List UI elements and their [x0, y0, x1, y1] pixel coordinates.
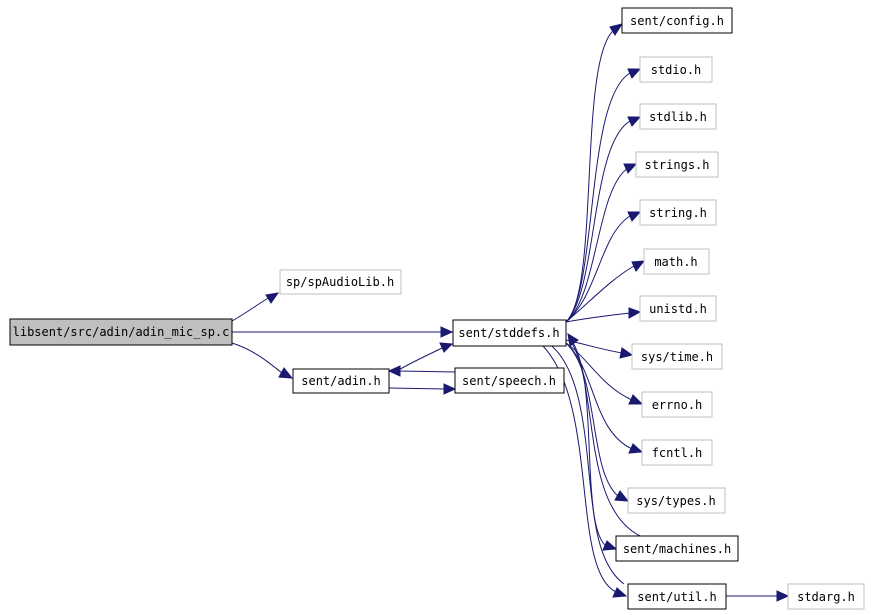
arrowhead-fcntl: [628, 443, 644, 454]
arrowhead-unistd: [628, 307, 642, 319]
arrowhead-util: [612, 587, 628, 598]
node-stddefs[interactable]: sent/stddefs.h: [452, 319, 567, 347]
node-config-label: sent/config.h: [630, 14, 724, 28]
arrowhead-adin-from-root: [278, 367, 294, 379]
edge-stddefs-to-math: [565, 265, 635, 323]
edge-stddefs-to-string: [565, 215, 631, 323]
arrowhead-string: [627, 211, 642, 222]
edge-stddefs-to-config: [565, 29, 615, 323]
edge-adin-to-speech: [388, 387, 446, 390]
edge-util-to-stddefs: [569, 337, 625, 585]
node-util-label: sent/util.h: [637, 590, 716, 604]
edge-stddefs-to-stdlib: [565, 120, 631, 323]
node-string-label: string.h: [649, 206, 707, 220]
node-string[interactable]: string.h: [639, 199, 717, 226]
node-stdarg[interactable]: stdarg.h: [787, 583, 865, 610]
node-stddefs-label: sent/stddefs.h: [458, 326, 559, 340]
arrowhead-stdio: [627, 68, 642, 79]
edge-stddefs-to-errno: [565, 342, 633, 401]
node-config[interactable]: sent/config.h: [621, 7, 733, 34]
edge-machines-to-stddefs: [569, 339, 641, 537]
node-unistd[interactable]: unistd.h: [639, 295, 717, 322]
node-fcntl-label: fcntl.h: [652, 446, 703, 460]
node-util[interactable]: sent/util.h: [627, 583, 727, 610]
edge-stddefs-to-systypes: [565, 342, 619, 497]
node-systime-label: sys/time.h: [641, 350, 713, 364]
node-strings-label: strings.h: [644, 158, 709, 172]
node-errno-label: errno.h: [652, 398, 703, 412]
arrowheads-layer: [265, 23, 790, 602]
node-stdio[interactable]: stdio.h: [639, 56, 713, 83]
node-spaudiolib[interactable]: sp/spAudioLib.h: [279, 269, 402, 295]
node-systypes-label: sys/types.h: [636, 494, 715, 508]
node-speech-label: sent/speech.h: [462, 374, 556, 388]
edge-root-to-adin: [231, 342, 283, 374]
arrowhead-math: [631, 260, 646, 272]
edge-speech-to-adin: [397, 370, 457, 373]
node-strings[interactable]: strings.h: [635, 151, 719, 178]
arrowhead-machines: [602, 540, 618, 551]
edge-adin-to-stddefs: [394, 347, 443, 373]
edge-stddefs-to-strings: [565, 167, 629, 323]
arrowhead-systypes: [614, 490, 630, 502]
arrowhead-stddefs-from-back-edges: [567, 333, 579, 347]
arrowhead-stdarg: [776, 590, 790, 602]
node-machines-label: sent/machines.h: [623, 542, 731, 556]
node-stdio-label: stdio.h: [651, 63, 702, 77]
node-stdarg-label: stdarg.h: [797, 590, 855, 604]
arrowhead-spaudiolib: [265, 292, 280, 304]
node-unistd-label: unistd.h: [649, 302, 707, 316]
arrowhead-config: [609, 23, 624, 36]
arrowhead-stdlib: [627, 116, 642, 127]
node-stdlib[interactable]: stdlib.h: [639, 103, 717, 130]
nodes-layer: libsent/src/adin/adin_mic_sp.c sp/spAudi…: [9, 7, 865, 610]
arrowhead-errno: [628, 394, 644, 405]
edge-root-to-spaudiolib: [231, 296, 271, 322]
arrowhead-speech-from-adin: [443, 383, 457, 395]
arrowhead-adin-from-speech: [387, 365, 401, 377]
node-systypes[interactable]: sys/types.h: [627, 487, 726, 514]
node-spaudiolib-label: sp/spAudioLib.h: [286, 275, 394, 289]
arrowhead-stddefs-from-adin: [439, 342, 454, 353]
node-root[interactable]: libsent/src/adin/adin_mic_sp.c: [9, 318, 233, 346]
edge-stddefs-to-machines: [547, 342, 607, 547]
arrowhead-systime: [619, 347, 634, 359]
node-machines[interactable]: sent/machines.h: [615, 535, 739, 562]
edge-stddefs-to-unistd: [565, 312, 631, 323]
arrowhead-stddefs-from-root: [440, 326, 454, 338]
node-math-label: math.h: [654, 255, 697, 269]
node-adin-label: sent/adin.h: [301, 374, 380, 388]
node-adin[interactable]: sent/adin.h: [292, 368, 390, 394]
edge-stddefs-to-fcntl: [565, 342, 633, 450]
node-stdlib-label: stdlib.h: [649, 110, 707, 124]
arrowhead-strings: [623, 163, 638, 174]
node-math[interactable]: math.h: [643, 248, 710, 275]
node-systime[interactable]: sys/time.h: [631, 343, 723, 370]
node-fcntl[interactable]: fcntl.h: [641, 439, 713, 466]
node-root-label: libsent/src/adin/adin_mic_sp.c: [13, 325, 230, 339]
node-errno[interactable]: errno.h: [641, 391, 713, 418]
edge-stddefs-to-stdio: [565, 72, 631, 323]
node-speech[interactable]: sent/speech.h: [454, 367, 565, 394]
